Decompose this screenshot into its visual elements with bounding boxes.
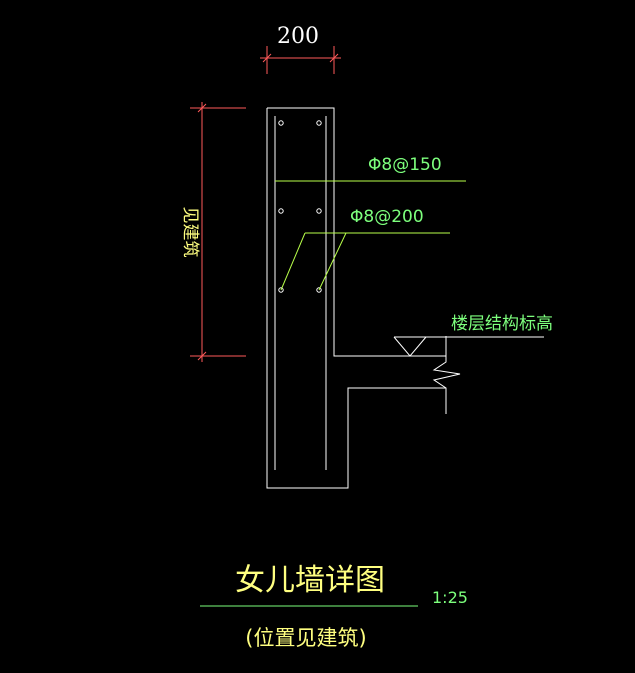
rebar-horizontal-label: Φ8@150 bbox=[368, 155, 442, 175]
top-dimension bbox=[260, 46, 341, 74]
vertical-rebars bbox=[274, 116, 327, 470]
drawing-title: 女儿墙详图 bbox=[235, 563, 385, 598]
left-dimension bbox=[190, 102, 246, 362]
drawing-scale: 1:25 bbox=[432, 588, 468, 607]
leader-lines bbox=[275, 180, 466, 291]
floor-level-label: 楼层结构标高 bbox=[451, 314, 553, 334]
floor-level-marker bbox=[393, 336, 544, 357]
wall-outline bbox=[267, 107, 446, 357]
drawing-subtitle: (位置见建筑) bbox=[245, 626, 366, 650]
dimension-width-label: 200 bbox=[277, 24, 319, 49]
dimension-height-label: 见建筑 bbox=[180, 207, 200, 258]
slab-outline bbox=[266, 108, 446, 489]
rebar-vertical-label: Φ8@200 bbox=[350, 207, 424, 227]
break-line bbox=[432, 336, 461, 414]
